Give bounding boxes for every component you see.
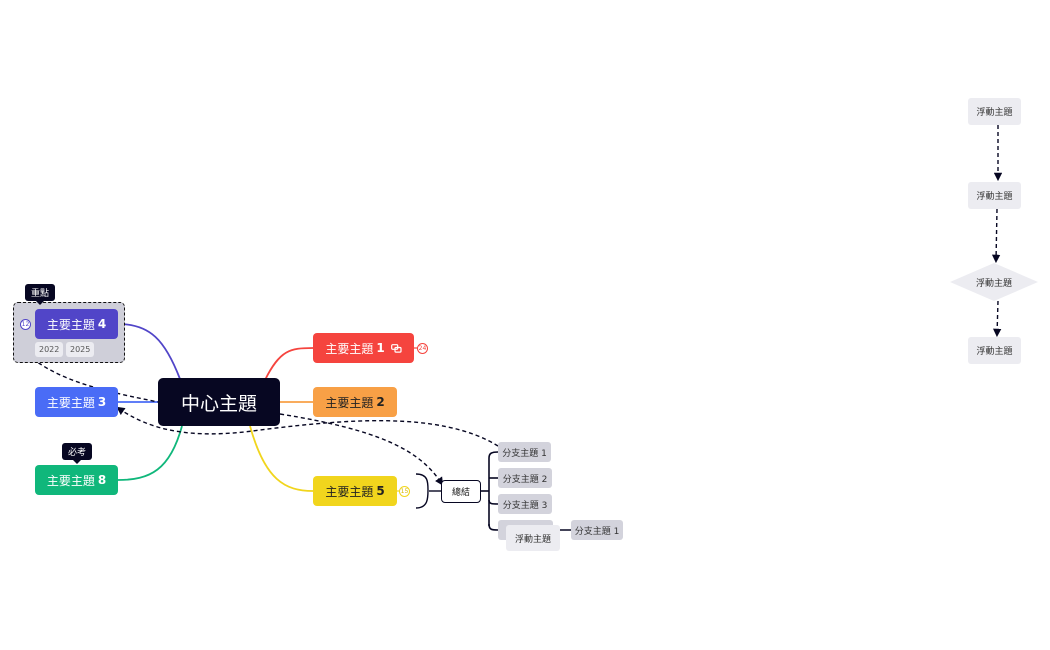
task-count-badge-topic-1: 24	[417, 343, 428, 354]
link-icon[interactable]	[390, 343, 402, 353]
floating-topic-flow-3-diamond[interactable]: 浮動主題	[950, 263, 1038, 301]
diamond-shape	[950, 263, 1038, 301]
callout-exam[interactable]: 必考	[62, 443, 93, 464]
label-tag-2025[interactable]: 2025	[66, 342, 95, 357]
branch-line-topic-4	[117, 323, 181, 380]
floating-topic-flow-1[interactable]: 浮動主題	[968, 98, 1021, 125]
callout-highlight[interactable]: 重點	[25, 284, 56, 305]
subtopic-2[interactable]: 分支主題 2	[498, 468, 552, 488]
subtopic-3[interactable]: 分支主題 3	[498, 494, 552, 514]
floating-topic-overlay[interactable]: 浮動主題	[506, 525, 560, 551]
relationship-line-subtopic-topic3	[116, 406, 499, 447]
flow-arrow-2	[991, 208, 1001, 264]
summary-brace	[415, 473, 429, 509]
task-count-badge-topic-5: 15	[399, 486, 410, 497]
subtopic-nested-1[interactable]: 分支主題 1	[571, 520, 623, 540]
branch-line-topic-5	[249, 425, 314, 492]
central-topic[interactable]: 中心主題	[158, 378, 280, 426]
task-count-badge-topic-4: 12	[20, 319, 31, 330]
subtopic-1[interactable]: 分支主題 1	[498, 442, 551, 462]
relationship-line-center-summary	[279, 413, 444, 486]
summary-topic[interactable]: 總結	[441, 480, 481, 503]
label-tag-2022[interactable]: 2022	[35, 342, 64, 357]
flow-arrow-3	[992, 300, 1002, 338]
floating-topic-flow-2[interactable]: 浮動主題	[968, 182, 1021, 209]
branch-line-topic-8	[117, 425, 183, 481]
branch-line-topic-1	[264, 347, 314, 381]
floating-topic-flow-4[interactable]: 浮動主題	[968, 337, 1021, 364]
